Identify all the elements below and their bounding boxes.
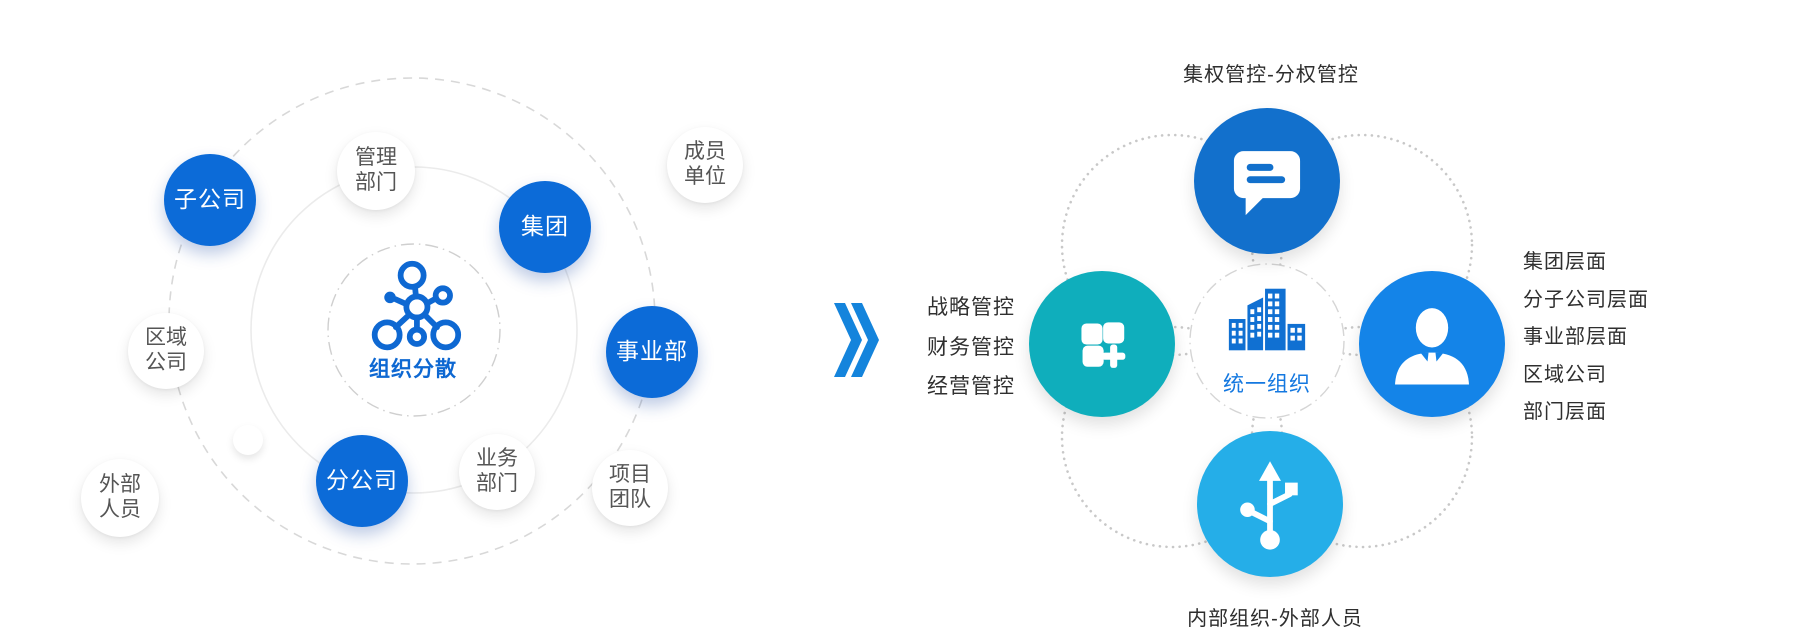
node-management-dept: 管理 部门 bbox=[337, 132, 415, 210]
control-item-operation: 经营管控 bbox=[927, 375, 1015, 398]
grid-plus-icon bbox=[1081, 322, 1126, 368]
left-center-label: 组织分散 bbox=[369, 358, 457, 381]
node-group: 集团 bbox=[499, 181, 591, 273]
usb-icon bbox=[1240, 461, 1298, 550]
petal-internal-external bbox=[1197, 431, 1343, 577]
buildings-icon bbox=[1228, 288, 1306, 351]
org-level-list: 集团层面 分子公司层面 事业部层面 区域公司 部门层面 bbox=[1523, 244, 1743, 432]
level-sub-company: 分子公司层面 bbox=[1523, 288, 1649, 311]
petal-centralized-control bbox=[1194, 108, 1340, 254]
network-molecule-icon bbox=[371, 260, 462, 351]
level-regional: 区域公司 bbox=[1523, 363, 1607, 386]
control-item-strategy: 战略管控 bbox=[927, 296, 1015, 319]
flower-top-label: 集权管控-分权管控 bbox=[1183, 64, 1359, 86]
petal-module-grid bbox=[1029, 271, 1175, 417]
petal-personnel bbox=[1359, 271, 1505, 417]
node-business-dept: 业务 部门 bbox=[459, 434, 535, 510]
control-type-list: 战略管控 财务管控 经营管控 bbox=[927, 288, 1107, 407]
level-group: 集团层面 bbox=[1523, 251, 1607, 273]
node-business-division: 事业部 bbox=[606, 306, 698, 398]
decorative-small-circle bbox=[233, 425, 263, 455]
control-item-finance: 财务管控 bbox=[927, 335, 1015, 359]
flower-bottom-label: 内部组织-外部人员 bbox=[1187, 608, 1363, 630]
level-division: 事业部层面 bbox=[1523, 326, 1628, 348]
double-chevron-right-icon bbox=[834, 303, 879, 377]
person-icon bbox=[1395, 308, 1469, 385]
right-center-label: 统一组织 bbox=[1223, 373, 1311, 396]
node-subsidiary: 子公司 bbox=[164, 154, 256, 246]
node-external-staff: 外部 人员 bbox=[81, 459, 159, 537]
node-regional-company: 区域 公司 bbox=[128, 313, 204, 389]
chat-message-icon bbox=[1233, 151, 1301, 216]
node-project-team: 项目 团队 bbox=[592, 450, 668, 526]
node-branch-company: 分公司 bbox=[316, 435, 408, 527]
node-member-unit: 成员 单位 bbox=[667, 127, 743, 203]
level-department: 部门层面 bbox=[1523, 401, 1607, 423]
